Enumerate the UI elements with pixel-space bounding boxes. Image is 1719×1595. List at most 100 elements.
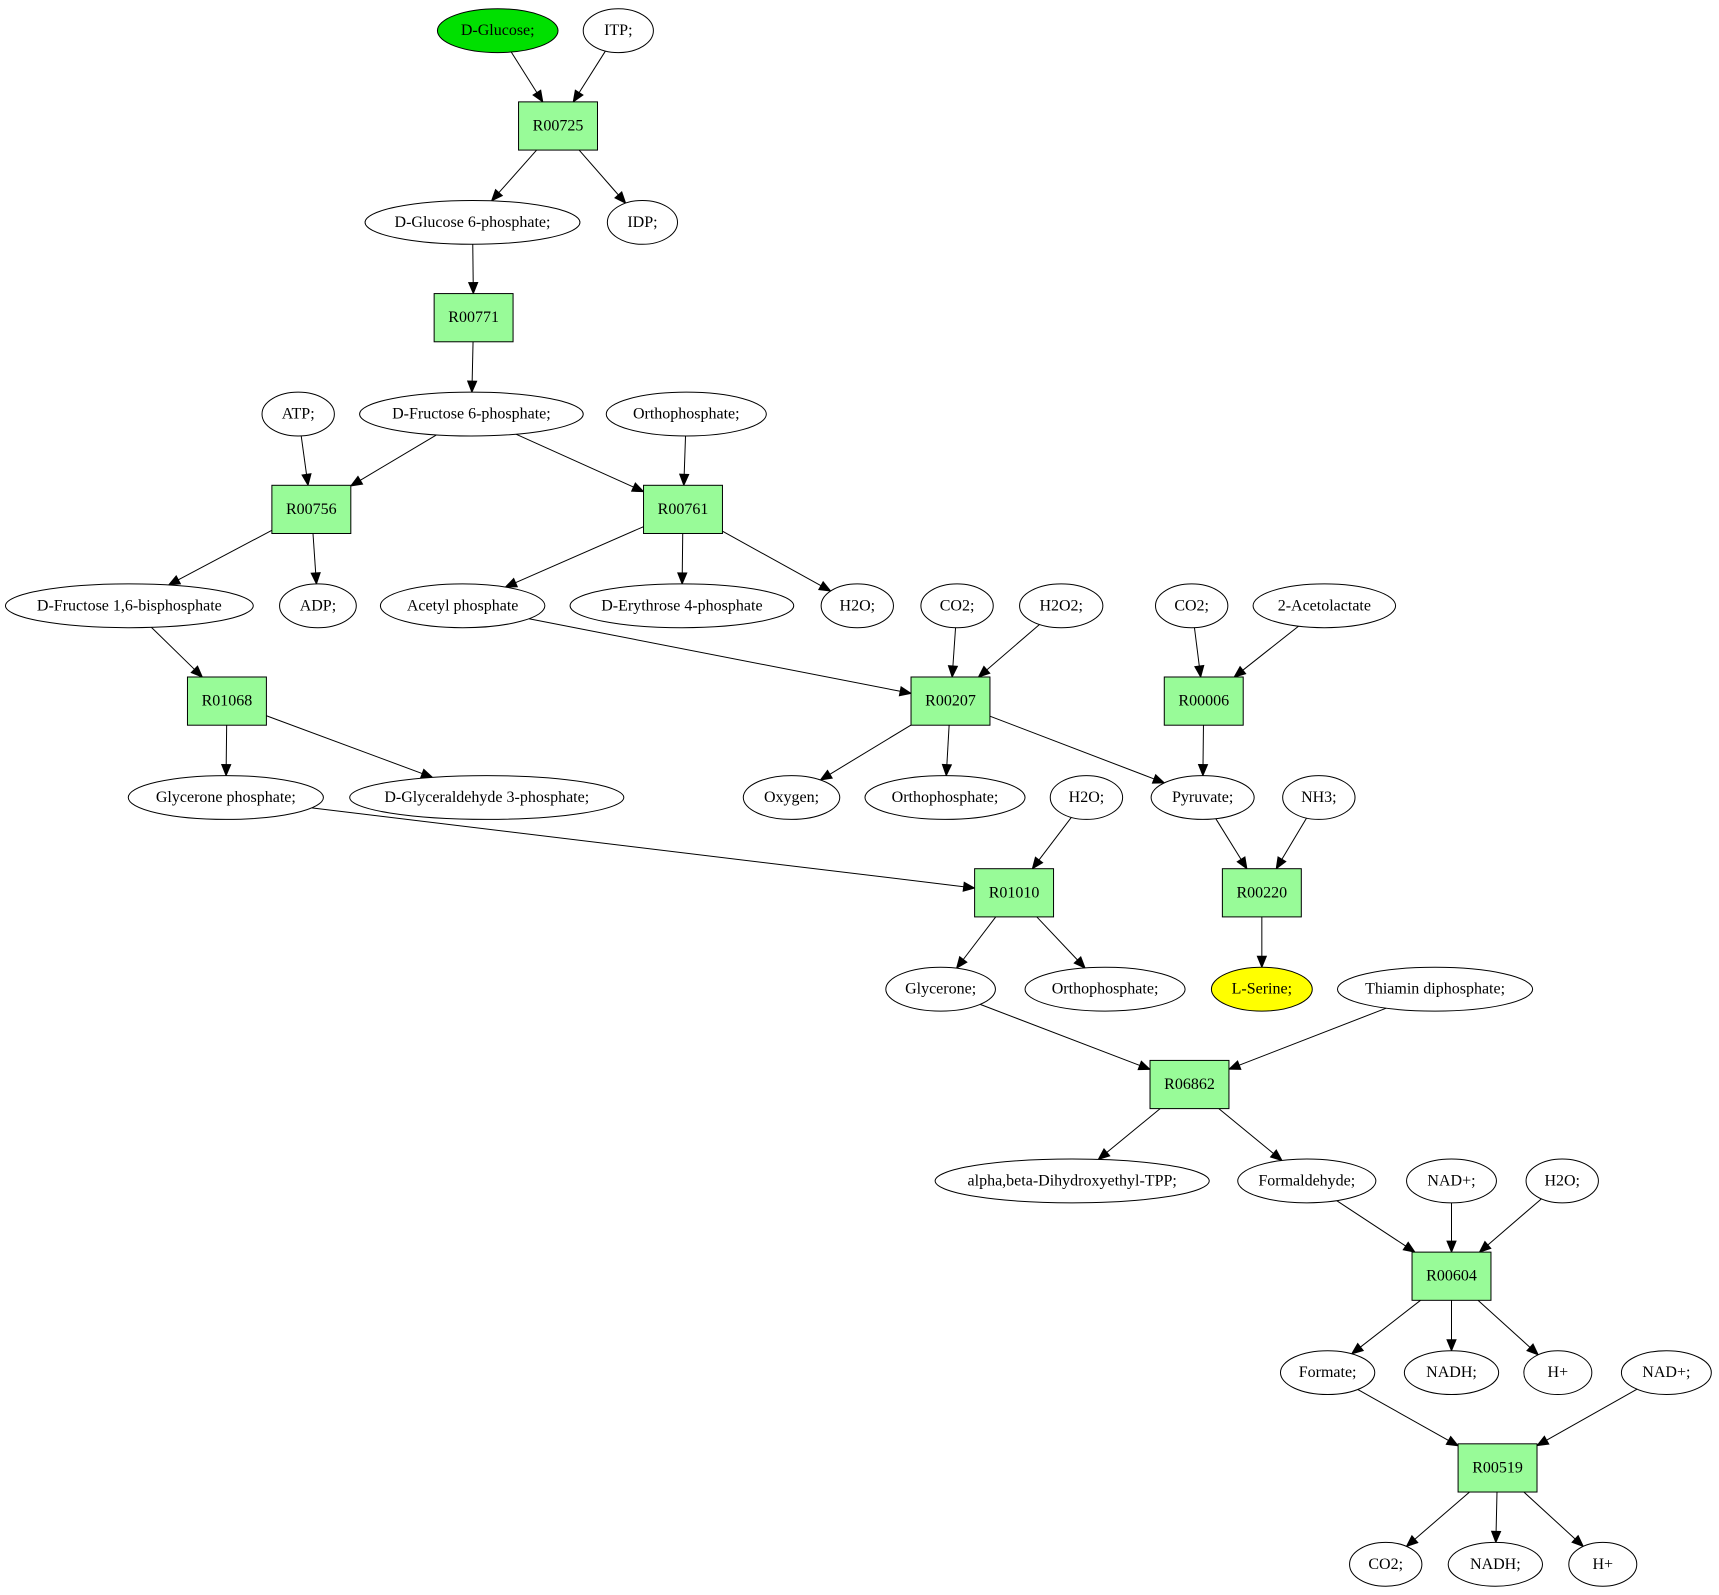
arrowhead bbox=[1073, 956, 1086, 969]
compound-node[interactable]: NADH; bbox=[1447, 1541, 1543, 1587]
edge-c_co2b-to-r_00006 bbox=[1193, 627, 1205, 679]
compound-label: Glycerone phosphate; bbox=[156, 789, 296, 806]
reaction-node[interactable]: R06862 bbox=[1149, 1059, 1230, 1110]
compound-node[interactable]: H2O; bbox=[1049, 775, 1124, 820]
compound-node[interactable]: CO2; bbox=[1155, 583, 1229, 629]
compound-node[interactable]: Formaldehyde; bbox=[1237, 1158, 1377, 1204]
arrowhead bbox=[572, 89, 584, 103]
compound-ellipse bbox=[1019, 583, 1104, 629]
compound-label: CO2; bbox=[1174, 597, 1209, 614]
edge-r_00519-to-c_nadh2 bbox=[1490, 1492, 1502, 1544]
compound-node[interactable]: ITP; bbox=[582, 8, 654, 54]
edge-line bbox=[151, 626, 195, 670]
compound-ellipse bbox=[1525, 1158, 1599, 1204]
arrowhead bbox=[532, 89, 544, 103]
compound-node[interactable]: D-Erythrose 4-phosphate bbox=[569, 583, 795, 629]
edge-r_00761-to-c_e4p bbox=[677, 533, 688, 586]
compound-node[interactable]: D-Fructose 6-phosphate; bbox=[359, 391, 584, 437]
compound-node[interactable]: H2O; bbox=[1525, 1158, 1599, 1204]
compound-node[interactable]: H+ bbox=[1568, 1541, 1638, 1587]
compound-node[interactable]: Pyruvate; bbox=[1150, 775, 1255, 820]
edge-r_00761-to-c_acetylp bbox=[504, 526, 644, 588]
compound-node[interactable]: Orthophosphate; bbox=[1024, 966, 1186, 1012]
edge-c_acetolactate-to-r_00006 bbox=[1233, 625, 1299, 678]
compound-node[interactable]: 2-Acetolactate bbox=[1252, 583, 1397, 629]
compound-node[interactable]: CO2; bbox=[920, 583, 994, 629]
compound-node[interactable]: NAD+; bbox=[1406, 1158, 1497, 1204]
arrowhead bbox=[1236, 856, 1248, 870]
arrowhead bbox=[1445, 1435, 1460, 1447]
arrowhead bbox=[1350, 1342, 1365, 1355]
arrowhead bbox=[947, 665, 959, 679]
arrowhead bbox=[301, 473, 312, 487]
compound-node[interactable]: alpha,beta-Dihydroxyethyl-TPP; bbox=[934, 1158, 1210, 1204]
edge-line bbox=[1215, 818, 1242, 860]
compound-node[interactable]: Glycerone; bbox=[885, 966, 996, 1012]
compound-node[interactable]: ATP; bbox=[261, 391, 335, 437]
edge-line bbox=[1546, 1388, 1638, 1441]
compound-node[interactable]: H+ bbox=[1523, 1350, 1593, 1396]
compound-node[interactable]: NAD+; bbox=[1620, 1350, 1712, 1396]
compound-node[interactable]: Thiamin diphosphate; bbox=[1336, 966, 1534, 1012]
edge-r_00761-to-c_h2o1 bbox=[722, 530, 832, 592]
arrowhead bbox=[977, 665, 991, 678]
reaction-node[interactable]: R00761 bbox=[643, 484, 723, 534]
edge-r_00207-to-c_ortho2 bbox=[941, 725, 953, 777]
edge-line bbox=[980, 1003, 1140, 1066]
reaction-node[interactable]: R00519 bbox=[1457, 1443, 1538, 1493]
reaction-node[interactable]: R00006 bbox=[1163, 676, 1244, 726]
reaction-label: R00519 bbox=[1472, 1459, 1523, 1476]
compound-ellipse bbox=[606, 199, 679, 245]
edge-r_01068-to-c_glycp bbox=[220, 725, 232, 777]
edge-line bbox=[952, 627, 957, 667]
compound-label: D-Glyceraldehyde 3-phosphate; bbox=[384, 789, 589, 806]
reaction-node[interactable]: R00725 bbox=[518, 101, 598, 151]
edge-c_acetylp-to-r_00207 bbox=[528, 618, 913, 697]
edge-line bbox=[683, 435, 687, 475]
compound-node[interactable]: L-Serine; bbox=[1210, 966, 1313, 1012]
reaction-label: R06862 bbox=[1164, 1076, 1215, 1093]
reaction-node[interactable]: R00604 bbox=[1411, 1251, 1492, 1301]
reaction-node[interactable]: R01068 bbox=[186, 676, 267, 726]
edge-line bbox=[722, 530, 822, 587]
compound-node[interactable]: D-Fructose 1,6-bisphosphate bbox=[4, 583, 254, 629]
compound-node[interactable]: D-Glucose; bbox=[436, 8, 559, 54]
compound-node[interactable]: H2O; bbox=[820, 583, 894, 629]
compound-node[interactable]: ADP; bbox=[279, 583, 357, 629]
reaction-node[interactable]: R00756 bbox=[271, 484, 352, 534]
compound-node[interactable]: Oxygen; bbox=[742, 775, 841, 820]
compound-node[interactable]: D-Glucose 6-phosphate; bbox=[364, 199, 581, 245]
reaction-node[interactable]: R00220 bbox=[1221, 868, 1302, 918]
compound-ellipse bbox=[261, 391, 335, 437]
edge-c_nh3-to-r_00220 bbox=[1275, 817, 1307, 870]
reaction-box bbox=[1411, 1251, 1492, 1301]
arrowhead bbox=[1446, 1339, 1457, 1353]
reaction-node[interactable]: R00771 bbox=[433, 293, 514, 343]
edge-r_00725-to-c_idp bbox=[578, 149, 627, 205]
edge-line bbox=[1281, 817, 1307, 860]
compound-node[interactable]: H2O2; bbox=[1019, 583, 1104, 629]
edge-r_01010-to-c_ortho3 bbox=[1036, 916, 1086, 969]
compound-label: Thiamin diphosphate; bbox=[1365, 981, 1505, 998]
reaction-node[interactable]: R01010 bbox=[974, 868, 1055, 918]
compound-node[interactable]: CO2; bbox=[1349, 1541, 1423, 1587]
compound-label: Orthophosphate; bbox=[1052, 981, 1159, 998]
compound-node[interactable]: Acetyl phosphate bbox=[379, 583, 546, 629]
compound-node[interactable]: NADH; bbox=[1403, 1350, 1500, 1396]
compound-ellipse bbox=[569, 583, 795, 629]
compound-node[interactable]: D-Glyceraldehyde 3-phosphate; bbox=[349, 775, 625, 820]
reaction-label: R01068 bbox=[202, 693, 253, 710]
compound-ellipse bbox=[1252, 583, 1397, 629]
arrowhead bbox=[1446, 1240, 1457, 1254]
edge-line bbox=[946, 725, 950, 765]
compound-node[interactable]: Formate; bbox=[1279, 1350, 1376, 1396]
reaction-node[interactable]: R00207 bbox=[910, 676, 991, 726]
arrowhead bbox=[817, 580, 832, 592]
compound-node[interactable]: NH3; bbox=[1282, 775, 1356, 820]
compound-node[interactable]: Orthophosphate; bbox=[605, 391, 767, 437]
reaction-label: R00006 bbox=[1178, 693, 1229, 710]
arrowhead bbox=[466, 380, 478, 394]
compound-node[interactable]: IDP; bbox=[606, 199, 679, 245]
compound-node[interactable]: Glycerone phosphate; bbox=[127, 775, 324, 820]
compound-node[interactable]: Orthophosphate; bbox=[864, 775, 1026, 820]
